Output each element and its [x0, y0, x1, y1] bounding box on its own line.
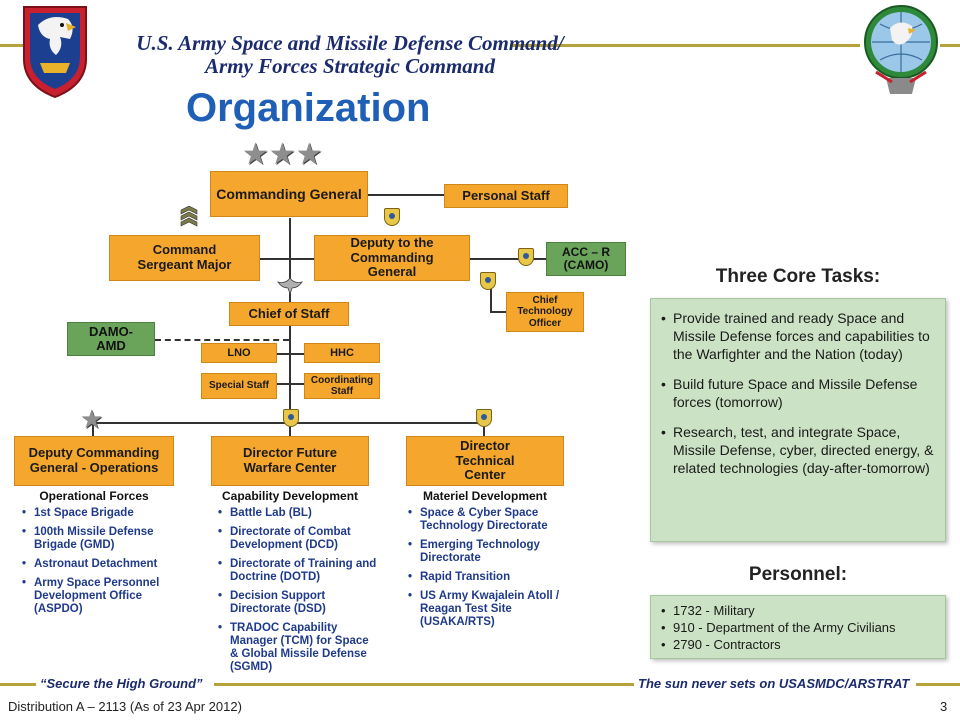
personnel-title: Personnel:: [748, 564, 848, 585]
civilian-badge-icon: [476, 409, 492, 427]
personal-staff-box: Personal Staff: [444, 184, 568, 208]
task-item: Research, test, and integrate Space, Mis…: [659, 423, 937, 477]
column-title-materiel: Materiel Development: [422, 489, 548, 503]
footer-slogan: The sun never sets on USASMDC/ARSTRAT: [638, 676, 910, 691]
page-title: Organization: [186, 86, 431, 130]
civilian-badge-icon: [384, 208, 400, 226]
connector-line: [289, 218, 291, 436]
connector-line: [490, 311, 506, 313]
civilian-badge-icon: [518, 248, 534, 266]
footer-rule-right: [916, 683, 960, 686]
header-rule-left: [0, 44, 28, 47]
sergeant-major-chevron-icon: [180, 206, 198, 227]
dcg-operations-box: Deputy Commanding General - Operations: [14, 436, 174, 486]
eagle-rank-icon: [277, 277, 303, 296]
list-item: 100th Missile Defense Brigade (GMD): [22, 526, 182, 552]
three-star-rank-icon: ★★★: [242, 138, 323, 171]
list-item: TRADOC Capability Manager (TCM) for Spac…: [218, 622, 378, 674]
connector-line: [92, 422, 94, 436]
connector-line: [470, 258, 546, 260]
chief-of-staff-box: Chief of Staff: [229, 302, 349, 326]
core-tasks-panel: Provide trained and ready Space and Miss…: [650, 298, 946, 542]
personnel-item: 1732 - Military: [659, 602, 937, 619]
header-title-line2: Army Forces Strategic Command: [205, 54, 495, 78]
dashed-connector: [155, 339, 289, 341]
list-item: 1st Space Brigade: [22, 507, 182, 520]
acc-r-camo-box: ACC – R (CAMO): [546, 242, 626, 276]
page-number: 3: [940, 699, 948, 714]
list-item: Directorate of Combat Development (DCD): [218, 526, 378, 552]
connector-line: [252, 353, 328, 355]
commanding-general-box: Commanding General: [210, 171, 368, 217]
personnel-item: 910 - Department of the Army Civilians: [659, 619, 937, 636]
civilian-badge-icon: [283, 409, 299, 427]
personnel-panel: 1732 - Military 910 - Department of the …: [650, 595, 946, 659]
damo-amd-box: DAMO-AMD: [67, 322, 155, 356]
arstrat-globe-logo: [864, 5, 938, 94]
materiel-development-list: Space & Cyber Space Technology Directora…: [408, 507, 580, 635]
chief-technology-officer-box: Chief Technology Officer: [506, 292, 584, 332]
list-item: Army Space Personnel Development Office …: [22, 577, 182, 616]
task-item: Provide trained and ready Space and Miss…: [659, 309, 937, 363]
connector-line: [490, 280, 492, 312]
director-tc-box: Director Technical Center: [406, 436, 564, 486]
civilian-badge-icon: [480, 272, 496, 290]
footer-rule-left: [0, 683, 36, 686]
connector-line: [368, 194, 444, 196]
task-item: Build future Space and Missile Defense f…: [659, 375, 937, 411]
list-item: Space & Cyber Space Technology Directora…: [408, 507, 580, 533]
list-item: Rapid Transition: [408, 571, 580, 584]
connector-line: [260, 258, 314, 260]
distribution-statement: Distribution A – 2113 (As of 23 Apr 2012…: [8, 699, 242, 714]
hhc-box: HHC: [304, 343, 380, 363]
one-star-rank-icon: ★: [80, 404, 104, 434]
connector-line: [252, 383, 328, 385]
footer-rule-middle: [214, 683, 634, 686]
core-tasks-title: Three Core Tasks:: [715, 266, 881, 287]
header-rule-right: [510, 44, 860, 47]
special-staff-box: Special Staff: [201, 373, 277, 399]
coordinating-staff-box: Coordinating Staff: [304, 373, 380, 399]
command-sergeant-major-box: Command Sergeant Major: [109, 235, 260, 281]
header-title-line1: U.S. Army Space and Missile Defense Comm…: [136, 31, 564, 55]
list-item: US Army Kwajalein Atoll / Reagan Test Si…: [408, 590, 580, 629]
operational-forces-list: 1st Space Brigade 100th Missile Defense …: [22, 507, 182, 622]
footer-motto: “Secure the High Ground”: [40, 676, 203, 691]
eagle-shield-logo: [23, 6, 87, 99]
list-item: Directorate of Training and Doctrine (DO…: [218, 558, 378, 584]
lno-box: LNO: [201, 343, 277, 363]
capability-development-list: Battle Lab (BL) Directorate of Combat De…: [218, 507, 378, 680]
director-fwc-box: Director Future Warfare Center: [211, 436, 369, 486]
deputy-commanding-general-box: Deputy to the Commanding General: [314, 235, 470, 281]
column-title-capability: Capability Development: [221, 489, 359, 503]
list-item: Emerging Technology Directorate: [408, 539, 580, 565]
connector-line: [483, 422, 485, 436]
header-rule-far-right: [940, 44, 960, 47]
list-item: Astronaut Detachment: [22, 558, 182, 571]
column-title-operational: Operational Forces: [39, 489, 149, 503]
personnel-item: 2790 - Contractors: [659, 636, 937, 653]
list-item: Battle Lab (BL): [218, 507, 378, 520]
list-item: Decision Support Directorate (DSD): [218, 590, 378, 616]
